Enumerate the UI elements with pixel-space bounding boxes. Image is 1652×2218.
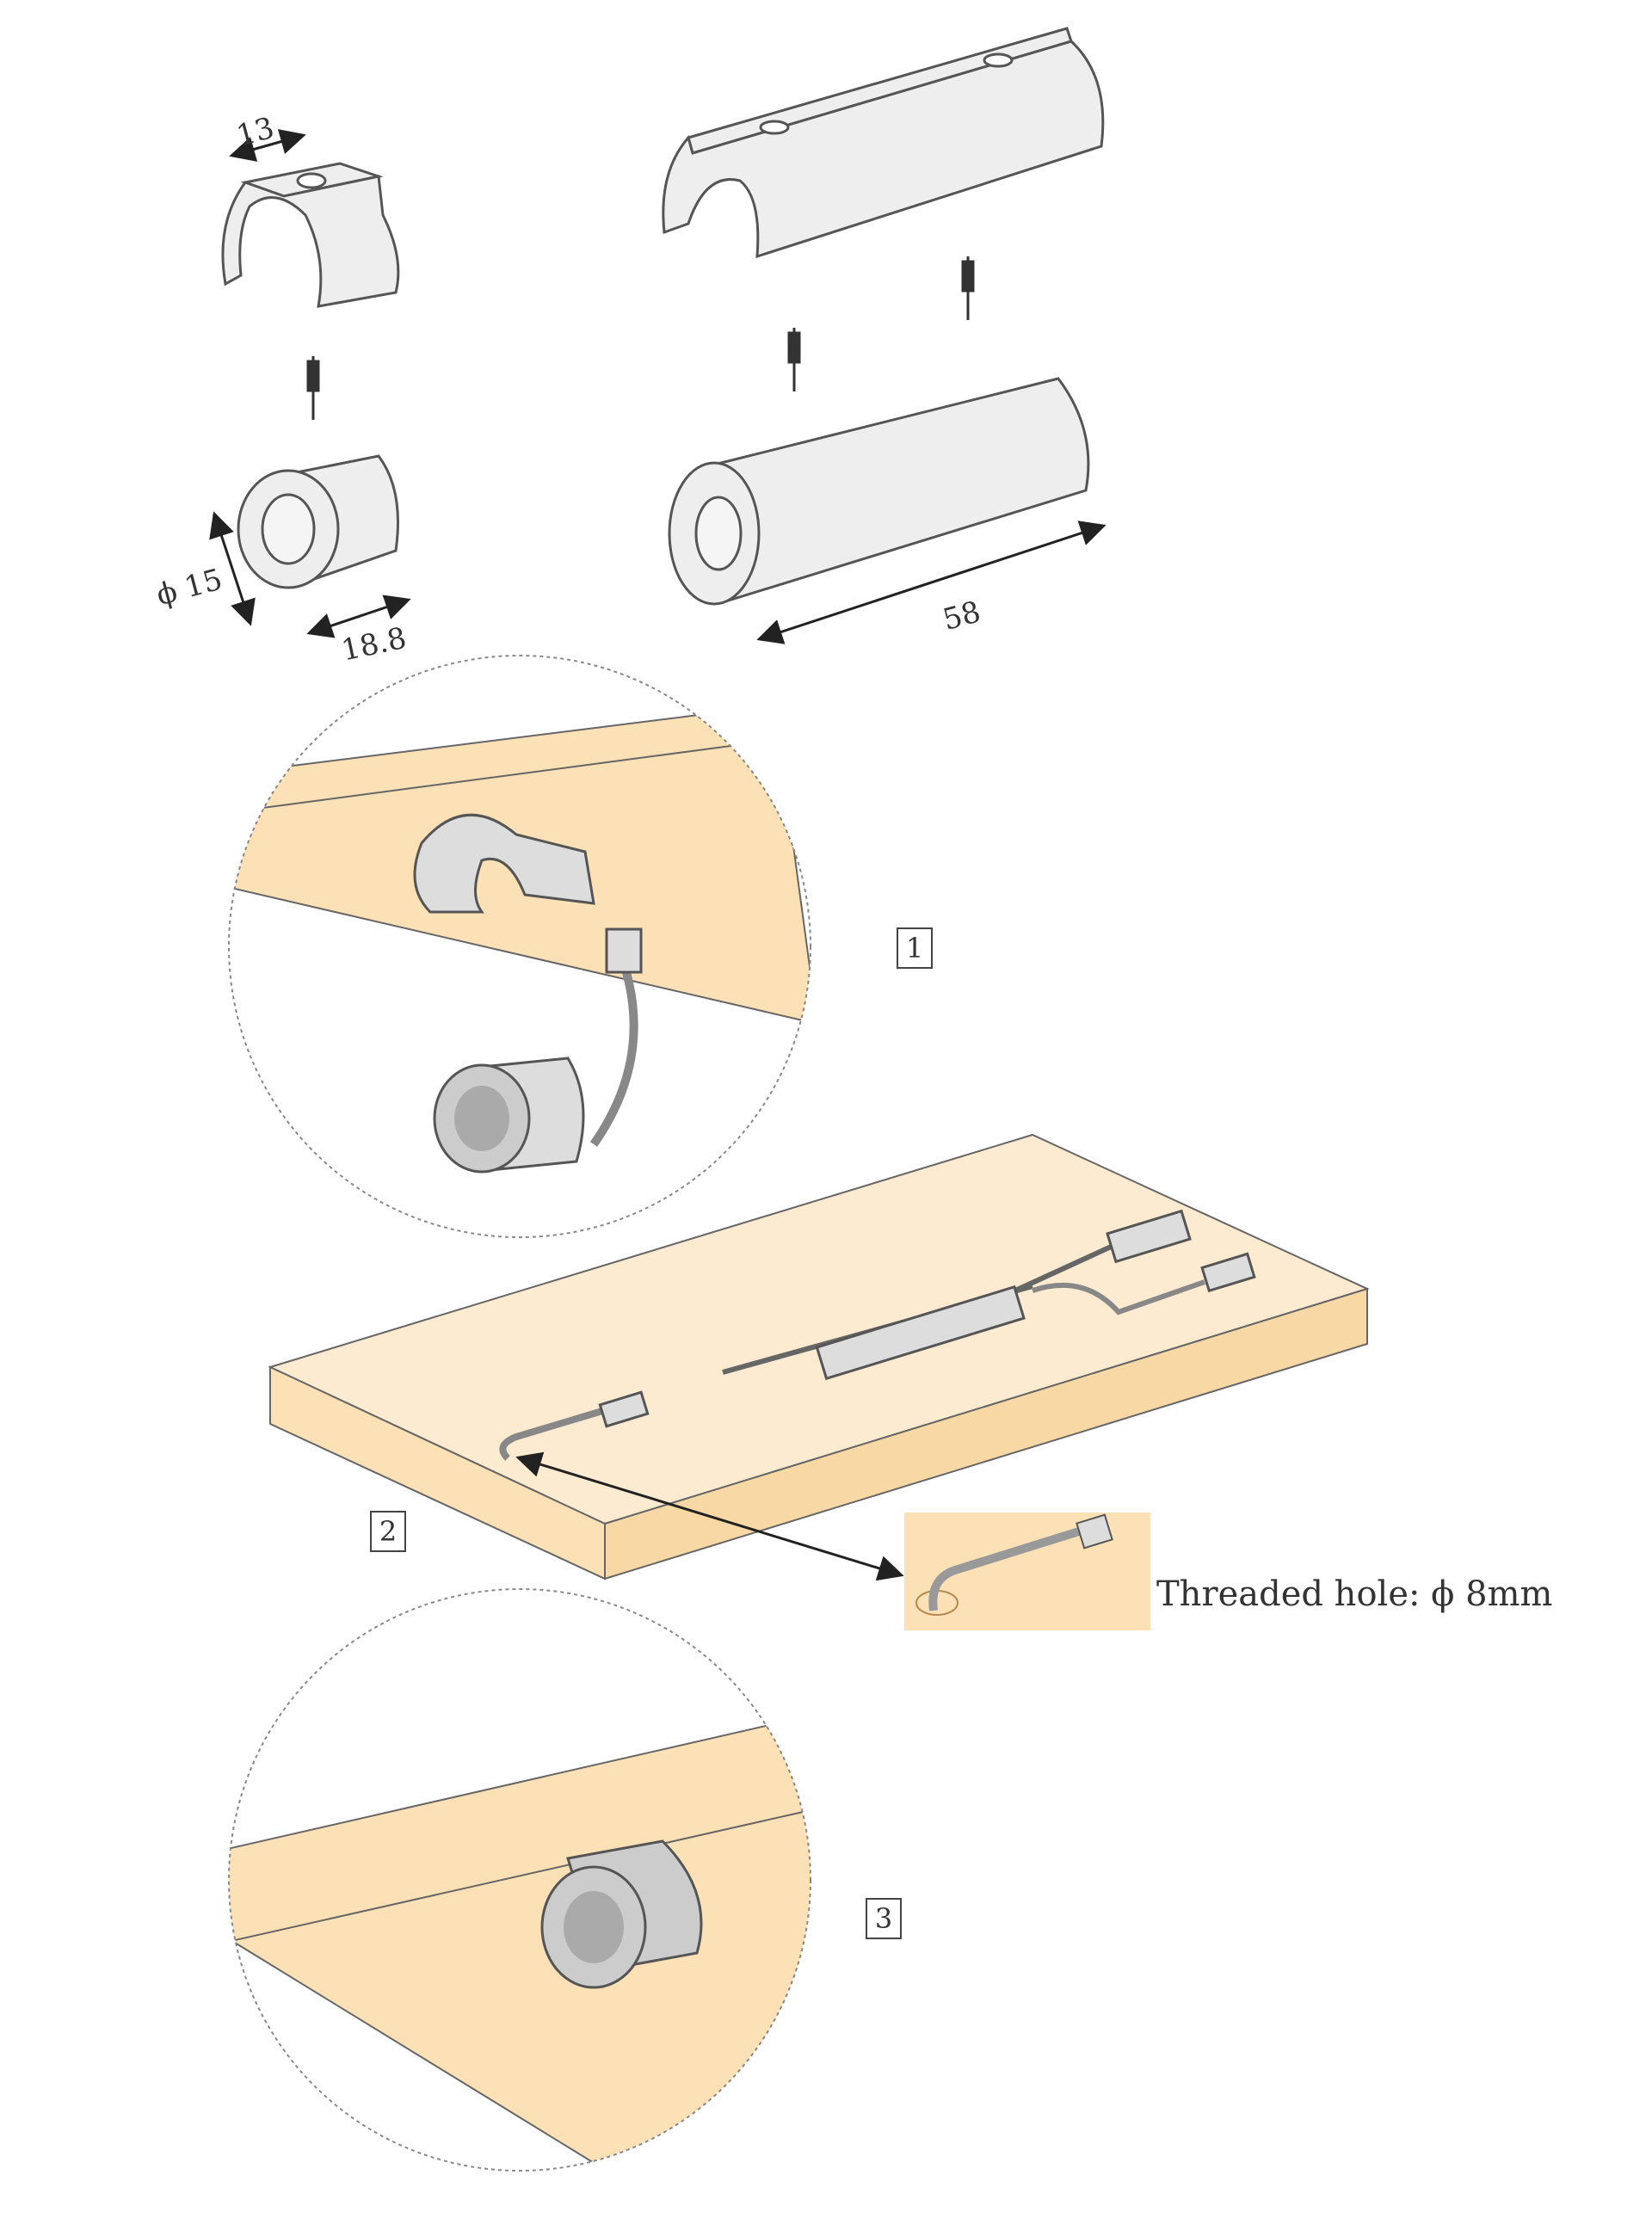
- step-3-label: 3: [866, 1898, 902, 1939]
- sensor-diameter-label: ϕ 15: [153, 563, 226, 613]
- driver-unit: [499, 1209, 1256, 1461]
- sensor-length-label: 18.8: [338, 621, 409, 668]
- threaded-hole-note: Threaded hole: ϕ 8mm: [1156, 1574, 1553, 1614]
- clip-width-arrow: [229, 129, 306, 162]
- step-1-detail: [229, 704, 811, 1174]
- long-clip: [662, 27, 1105, 259]
- screw-icon: [961, 256, 975, 320]
- small-clip: [221, 162, 400, 308]
- screw-icon: [787, 328, 801, 391]
- clip-width-label: 13: [233, 111, 278, 154]
- threaded-hole-inset: [904, 1513, 1150, 1630]
- long-sensor: [668, 377, 1090, 606]
- small-sensor: [237, 454, 399, 589]
- step-1-label: 1: [897, 927, 933, 969]
- long-sensor-length-label: 58: [940, 595, 984, 638]
- screw-icon: [306, 356, 320, 420]
- step-2-label: 2: [370, 1511, 406, 1552]
- step-3-detail: [229, 1710, 811, 2169]
